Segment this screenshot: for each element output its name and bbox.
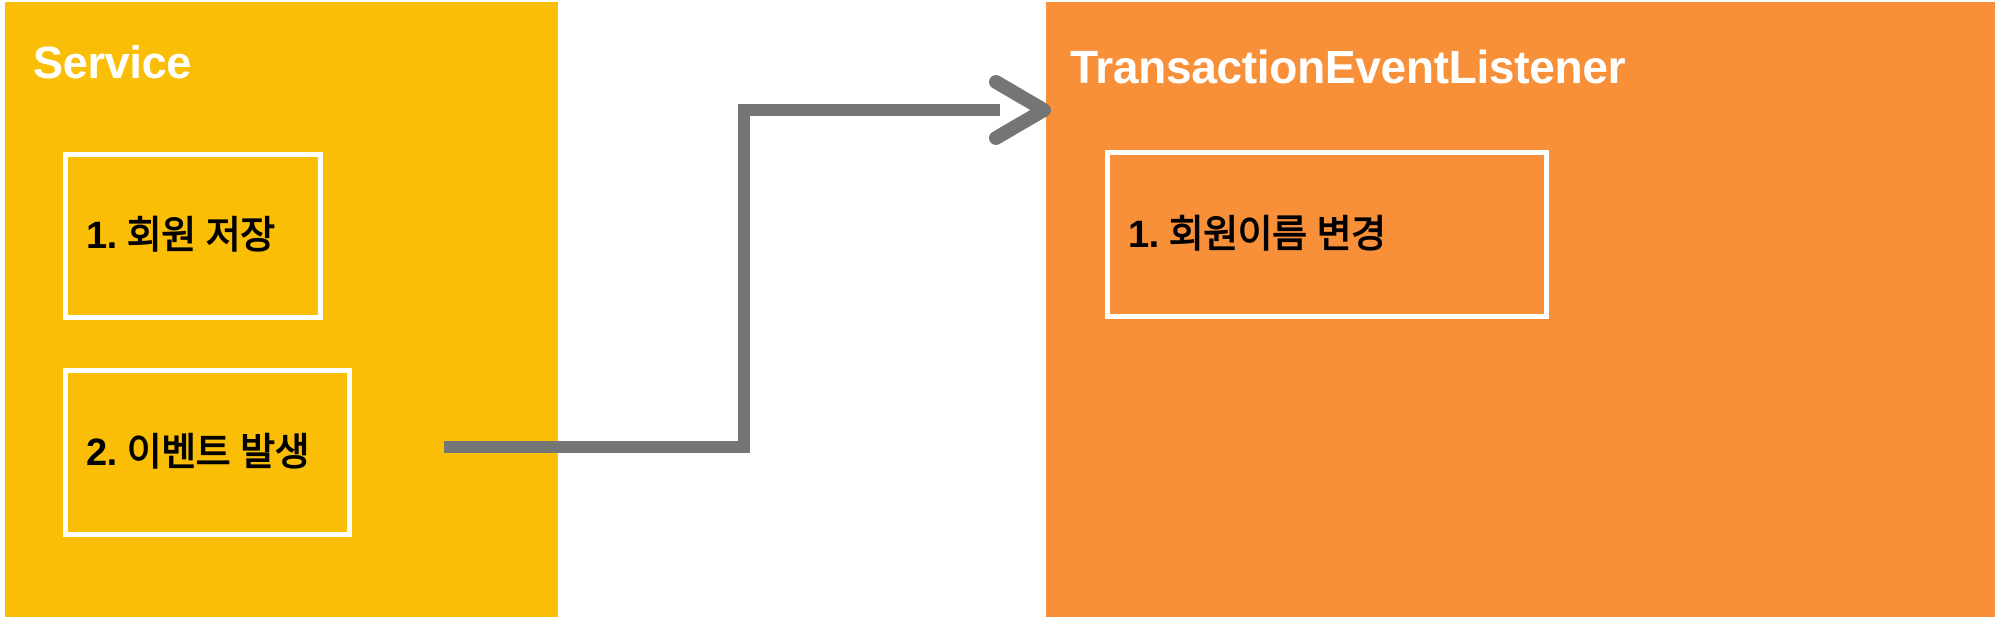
service-panel: Service 1. 회원 저장 2. 이벤트 발생 bbox=[5, 2, 558, 617]
step-label-member-save: 1. 회원 저장 bbox=[86, 215, 275, 257]
step-box-event-publish: 2. 이벤트 발생 bbox=[63, 368, 352, 537]
transaction-event-listener-panel: TransactionEventListener 1. 회원이름 변경 bbox=[1046, 2, 1995, 617]
step-label-member-name-change: 1. 회원이름 변경 bbox=[1128, 213, 1386, 256]
step-box-member-name-change: 1. 회원이름 변경 bbox=[1105, 150, 1549, 319]
step-label-event-publish: 2. 이벤트 발생 bbox=[86, 431, 310, 474]
transaction-event-listener-panel-title: TransactionEventListener bbox=[1070, 41, 1626, 93]
service-panel-title: Service bbox=[33, 37, 192, 88]
arrowhead-icon bbox=[989, 75, 1051, 145]
step-box-member-save: 1. 회원 저장 bbox=[63, 152, 323, 320]
